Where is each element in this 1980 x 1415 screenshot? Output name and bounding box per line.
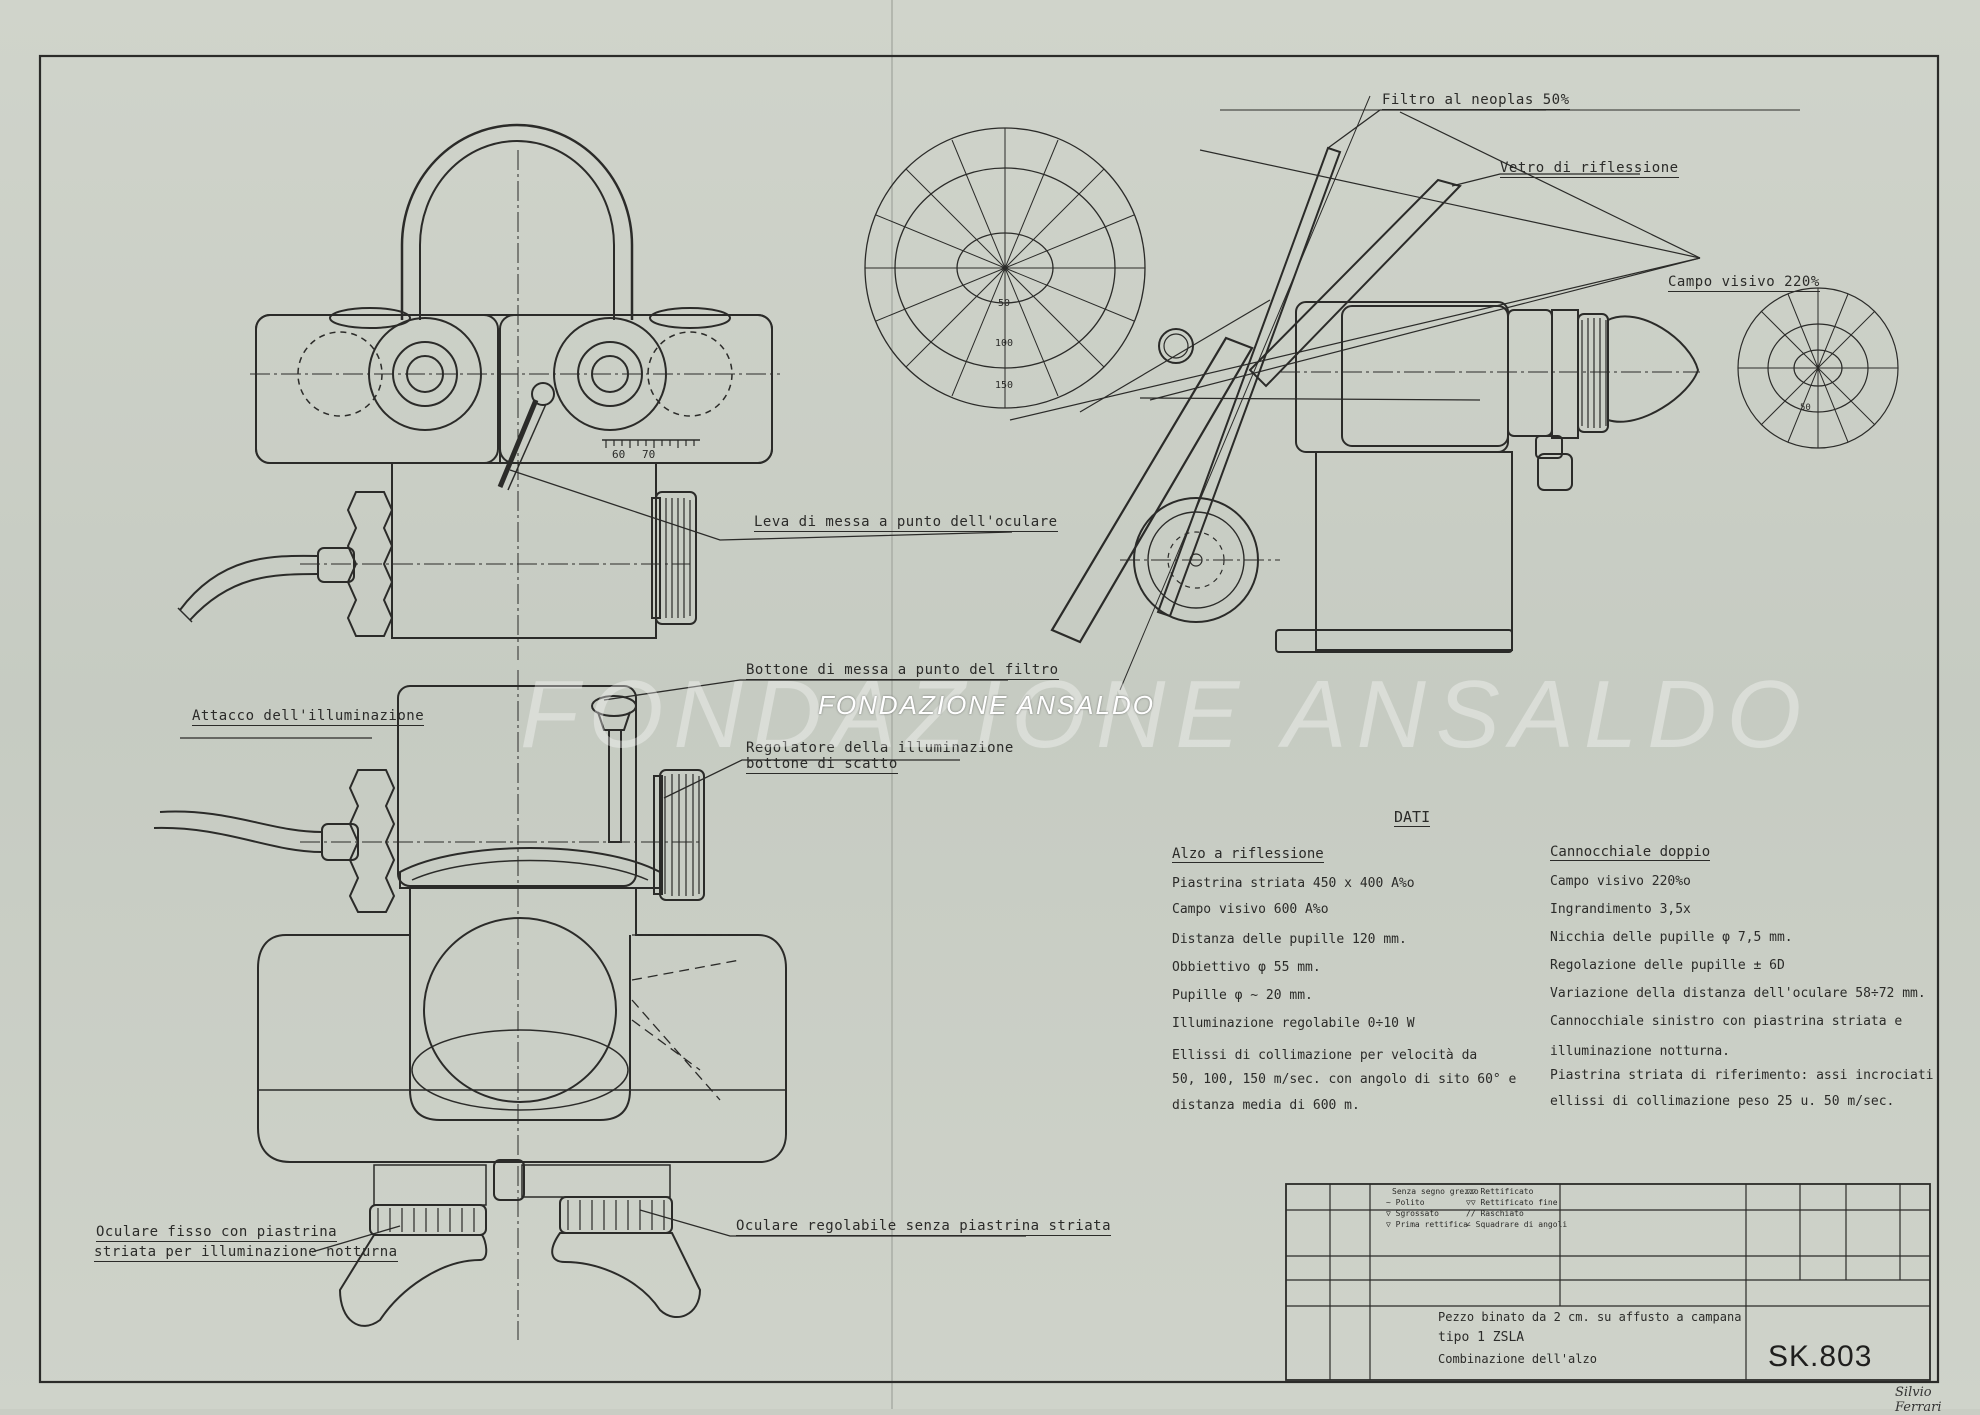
label-oculare-fisso-2: striata per illuminazione notturna [94,1244,398,1262]
dati-right-line: Variazione della distanza dell'oculare 5… [1550,986,1926,1001]
dati-left-line: Campo visivo 600 A%o [1172,902,1329,917]
title-block-line2: tipo 1 ZSLA [1438,1330,1525,1345]
label-regolatore-2: bottone di scatto [746,756,898,774]
reticle-label-100: 100 [995,338,1013,349]
front-view [177,123,780,660]
legend-item: // Raschiato [1466,1209,1524,1218]
dati-left-line: Illuminazione regolabile 0÷10 W [1172,1016,1415,1031]
legend-item: ∠ Squadrare di angoli [1466,1220,1568,1229]
reticle-small [1737,287,1899,449]
dati-right-line: Regolazione delle pupille ± 6D [1550,958,1785,973]
dati-right-line: Ingrandimento 3,5x [1550,902,1691,917]
dati-left-line: 50, 100, 150 m/sec. con angolo di sito 6… [1172,1072,1517,1087]
dati-left-line: Piastrina striata 450 x 400 A%o [1172,876,1415,891]
dati-left-line: Pupille φ ~ 20 mm. [1172,988,1313,1003]
dati-left-heading: Alzo a riflessione [1172,846,1324,863]
label-leva: Leva di messa a punto dell'oculare [754,514,1058,532]
dati-right-line: Cannocchiale sinistro con piastrina stri… [1550,1014,1903,1029]
label-oculare-regolabile: Oculare regolabile senza piastrina stria… [736,1218,1112,1236]
legend-item: ▽▽ Rettificato fine [1466,1198,1558,1207]
watermark-background: FONDAZIONE ANSALDO [520,661,1812,768]
reticle-label-150: 150 [995,380,1013,391]
bottom-view [153,670,787,1340]
side-view [1009,95,1800,691]
reticle-label-50: 50 [998,298,1010,309]
title-block-line3: Combinazione dell'alzo [1438,1352,1597,1366]
dati-right-line: Campo visivo 220%o [1550,874,1691,889]
title-block-line1: Pezzo binato da 2 cm. su affusto a campa… [1438,1310,1742,1324]
dati-title: DATI [1394,808,1431,827]
legend-item: ~ Polito [1386,1198,1425,1207]
title-block [1285,1183,1931,1381]
label-bottone-filtro: Bottone di messa a punto del filtro [746,662,1059,680]
legend-item: ▽ Prima rettifica [1386,1220,1468,1229]
label-vetro: Vetro di riflessione [1500,160,1679,178]
label-attacco: Attacco dell'illuminazione [192,708,425,726]
label-regolatore-1: Regolatore della illuminazione [746,740,1014,756]
dati-right-line: Piastrina striata di riferimento: assi i… [1550,1068,1934,1083]
dati-right-line: Nicchia delle pupille φ 7,5 mm. [1550,930,1793,945]
legend-item: ▽ Sgrossato [1386,1209,1439,1218]
legend-item: ▽▽ Rettificato [1466,1187,1534,1196]
small-reticle-label-50: 50 [1800,403,1811,413]
reticle-large [864,127,1146,409]
scale-mark-70: 70 [642,448,655,461]
dati-left-line: distanza media di 600 m. [1172,1098,1360,1113]
dati-left-line: Obbiettivo φ 55 mm. [1172,960,1321,975]
watermark: FONDAZIONE ANSALDO [818,690,1155,720]
label-oculare-fisso-1: Oculare fisso con piastrina [96,1224,338,1242]
label-filtro: Filtro al neoplas 50% [1382,92,1570,110]
dati-right-line: ellissi di collimazione peso 25 u. 50 m/… [1550,1094,1895,1109]
drawing-code: SK.803 [1768,1340,1873,1373]
dati-right-line: illuminazione notturna. [1550,1044,1731,1059]
scale-mark-60: 60 [612,448,625,461]
dati-left-line: Distanza delle pupille 120 mm. [1172,932,1407,947]
label-campo-visivo: Campo visivo 220% [1668,274,1820,292]
leader-lines [180,109,1640,1253]
legend-item: Senza segno grezzo [1392,1187,1479,1196]
signature: Silvio Ferrari [1895,1385,1942,1415]
dati-right-heading: Cannocchiale doppio [1550,844,1711,861]
dati-left-line: Ellissi di collimazione per velocità da [1172,1048,1478,1063]
